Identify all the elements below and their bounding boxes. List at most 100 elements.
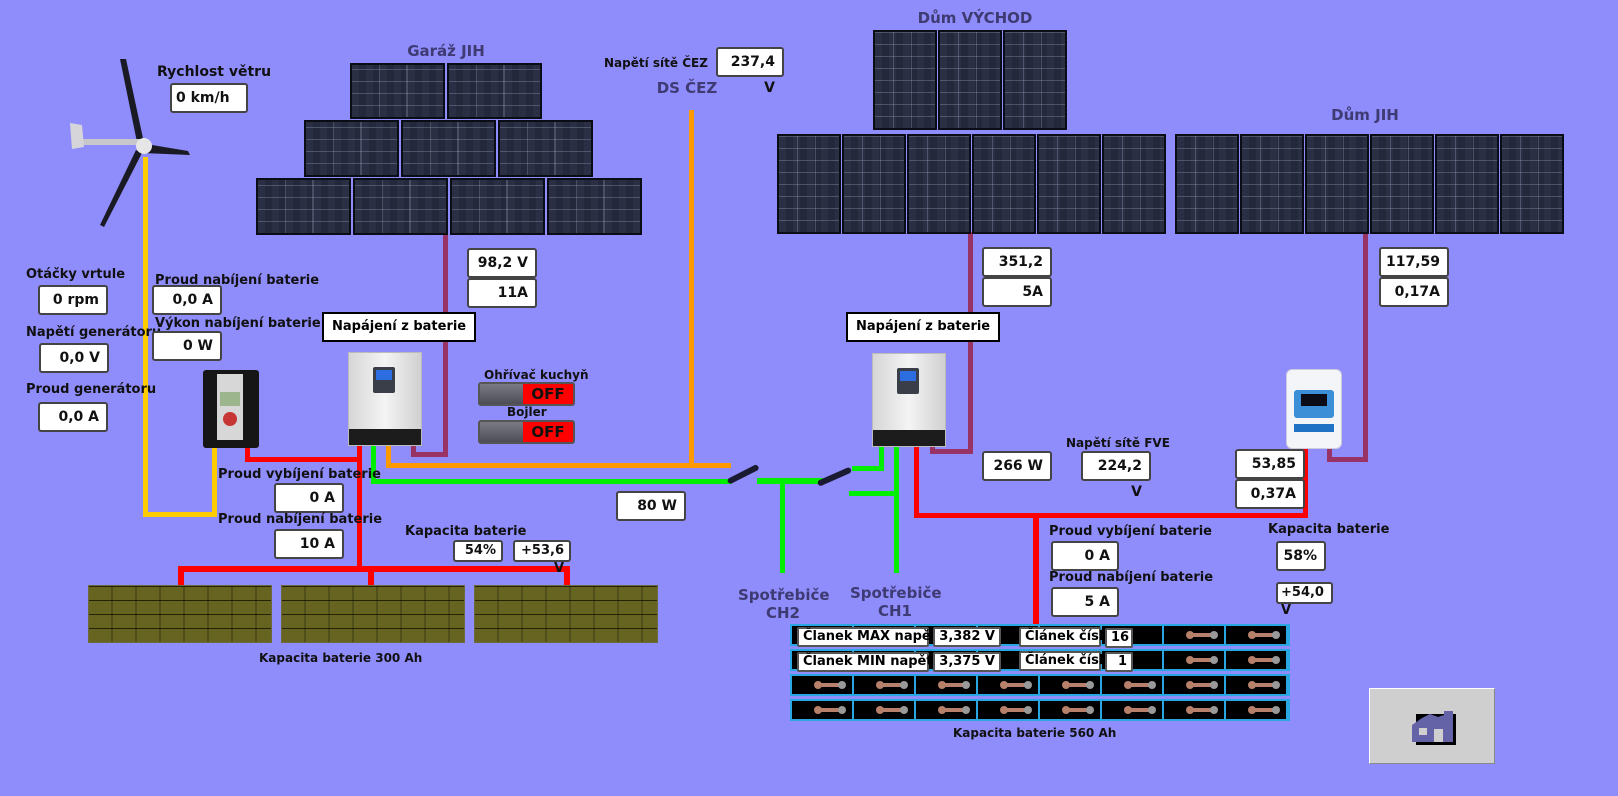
cell-link — [1250, 683, 1276, 687]
transfer-switch-1[interactable] — [726, 463, 760, 485]
solar-panel — [907, 134, 971, 234]
garage-capacity-percent: 54% — [453, 540, 503, 562]
mppt-voltage: 53,85 V — [1235, 449, 1305, 498]
grid-power-value: 80 W — [616, 491, 686, 521]
pv-wire — [1327, 444, 1332, 462]
house-east-title: Dům VÝCHOD — [917, 9, 1033, 27]
garage-inverter-status: Napájení z baterie — [322, 312, 477, 342]
dc-wire — [1303, 446, 1308, 518]
ac-wire — [879, 446, 884, 471]
pv-wire — [443, 232, 448, 457]
load-ch1-line2: CH1 — [878, 602, 912, 620]
cell-terminal — [962, 706, 970, 714]
solar-panel — [1240, 134, 1304, 234]
cell-link — [1188, 658, 1214, 662]
pv-wire — [968, 232, 973, 454]
cell-row — [790, 699, 1290, 721]
cell-terminal — [1210, 631, 1218, 639]
cell-terminal — [1148, 681, 1156, 689]
solar-panel — [1037, 134, 1101, 234]
cell-terminal — [1124, 681, 1132, 689]
cell-terminal — [1210, 706, 1218, 714]
cell-link — [1064, 708, 1090, 712]
cell-terminal — [1272, 706, 1280, 714]
mppt-controller-icon — [1286, 369, 1342, 449]
ac-wire — [849, 491, 899, 496]
battery-bank-icon — [281, 585, 465, 643]
dc-wire — [178, 566, 184, 588]
cell-terminal — [1248, 681, 1256, 689]
battery-bank-icon — [474, 585, 658, 643]
cell-link — [878, 708, 904, 712]
dc-wire — [564, 566, 570, 588]
solar-panel — [1370, 134, 1434, 234]
garage-discharge-value: 0 A — [274, 483, 344, 513]
cell-terminal — [1062, 706, 1070, 714]
solar-panel — [1305, 134, 1369, 234]
wind-charge-current-value: 0,0 A — [152, 285, 222, 315]
garage-charge-label: Proud nabíjení baterie — [218, 512, 383, 527]
house-battery-voltage: +54,0 V — [1276, 582, 1333, 618]
pv-wire — [1363, 232, 1368, 462]
cell-link — [1250, 708, 1276, 712]
cell-min-no: 1 — [1105, 652, 1133, 672]
boiler-toggle[interactable]: OFF — [478, 420, 575, 444]
cell-terminal — [1148, 706, 1156, 714]
wind-charge-power-label: Výkon nabíjení baterie — [155, 316, 321, 331]
ac-wire — [852, 466, 884, 471]
wind-wire — [143, 512, 217, 517]
east-inverter-icon — [872, 353, 946, 447]
home-icon — [1412, 711, 1456, 745]
dc-wire — [245, 446, 250, 462]
grid-wire — [386, 440, 391, 468]
wind-wire — [143, 157, 148, 517]
cell-row — [790, 674, 1290, 696]
house-discharge-label: Proud vybíjení baterie — [1049, 524, 1212, 539]
cell-terminal — [1024, 681, 1032, 689]
switch-label-boiler: Bojler — [507, 405, 547, 419]
cell-link — [1250, 633, 1276, 637]
cell-terminal — [1062, 681, 1070, 689]
garage-battery-name: Kapacita baterie 300 Ah — [259, 651, 423, 665]
solar-panel — [972, 134, 1036, 234]
east-pv-voltage: 351,2 V — [982, 247, 1052, 296]
solar-panel — [938, 30, 1002, 130]
cell-link — [1002, 708, 1028, 712]
cell-link — [1002, 683, 1028, 687]
garage-pv-current: 11A — [467, 278, 537, 308]
garage-charge-value: 10 A — [274, 529, 344, 559]
kitchen-heater-toggle[interactable]: OFF — [478, 382, 575, 406]
grid-voltage-label: Napětí sítě ČEZ — [604, 56, 708, 70]
cell-terminal — [1248, 656, 1256, 664]
cell-max-no-label: Článek číslo — [1019, 627, 1112, 647]
dc-wire — [914, 513, 1308, 518]
cell-max-no: 16 — [1105, 628, 1133, 648]
cell-terminal — [1086, 681, 1094, 689]
solar-panel — [1003, 30, 1067, 130]
load-ch1-line1: Spotřebiče — [850, 584, 942, 602]
transfer-switch-2[interactable] — [816, 466, 853, 487]
garage-battery-voltage: +53,6 V — [513, 540, 571, 576]
cell-link — [1188, 683, 1214, 687]
cell-terminal — [1186, 706, 1194, 714]
grid-wire — [689, 110, 694, 468]
house-discharge-value: 0 A — [1051, 541, 1119, 571]
cell-link — [1064, 683, 1090, 687]
grid-wire — [689, 463, 731, 468]
toggle-state: OFF — [523, 422, 573, 442]
cell-link — [940, 683, 966, 687]
solar-panel — [498, 120, 593, 177]
wind-speed-value: 0 km/h — [170, 83, 248, 113]
east-load-power: 266 W — [982, 451, 1052, 481]
solar-panel — [1435, 134, 1499, 234]
pv-wire — [930, 449, 973, 454]
pv-wire — [930, 440, 935, 454]
garage-discharge-label: Proud vybíjení baterie — [218, 467, 381, 482]
dc-wire — [245, 457, 362, 462]
solar-panel — [256, 178, 351, 235]
house-capacity-percent: 58% — [1276, 541, 1326, 571]
house-battery-name: Kapacita baterie 560 Ah — [953, 726, 1117, 740]
home-button[interactable] — [1369, 688, 1495, 764]
solar-panel — [1102, 134, 1166, 234]
